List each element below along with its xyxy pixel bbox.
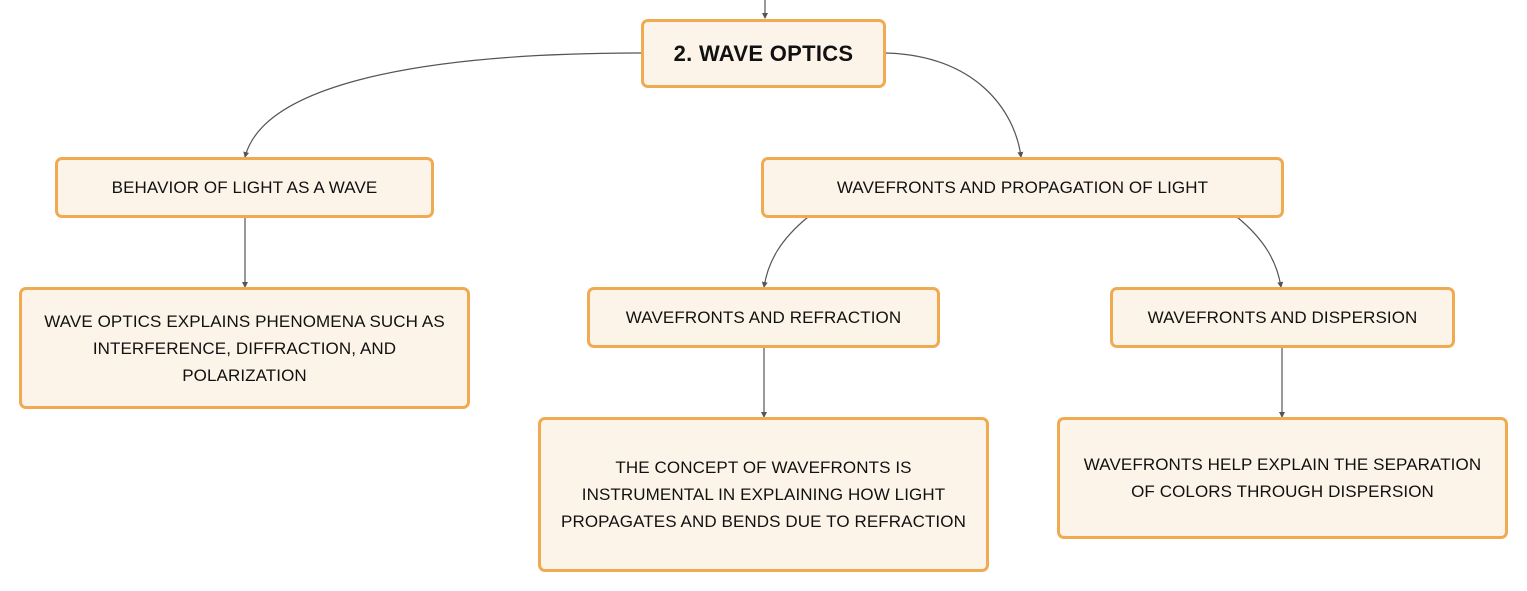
dispersion-node-label: WAVEFRONTS AND DISPERSION: [1147, 308, 1418, 327]
refraction-detail-node[interactable]: THE CONCEPT OF WAVEFRONTS IS INSTRUMENTA…: [538, 417, 989, 572]
dispersion-detail-node-label: WAVEFRONTS HELP EXPLAIN THE SEPARATION O…: [1083, 455, 1482, 501]
behavior-node-label: BEHAVIOR OF LIGHT AS A WAVE: [111, 178, 378, 197]
wavefronts-node[interactable]: WAVEFRONTS AND PROPAGATION OF LIGHT: [761, 157, 1284, 218]
dispersion-detail-node[interactable]: WAVEFRONTS HELP EXPLAIN THE SEPARATION O…: [1057, 417, 1508, 539]
root-node-label: 2. WAVE OPTICS: [673, 41, 854, 66]
behavior-detail-node-label: WAVE OPTICS EXPLAINS PHENOMENA SUCH AS I…: [44, 311, 445, 385]
connector-root-to-behavior: [243, 52, 643, 158]
refraction-node-label: WAVEFRONTS AND REFRACTION: [625, 308, 902, 327]
dispersion-node[interactable]: WAVEFRONTS AND DISPERSION: [1110, 287, 1455, 348]
refraction-detail-node-label: THE CONCEPT OF WAVEFRONTS IS INSTRUMENTA…: [561, 458, 966, 531]
connector-wavefronts-to-dispersion: [1236, 216, 1284, 288]
connector-root-to-wavefronts: [884, 52, 1024, 158]
root-node[interactable]: 2. WAVE OPTICS: [641, 19, 886, 88]
refraction-node[interactable]: WAVEFRONTS AND REFRACTION: [587, 287, 940, 348]
behavior-detail-node[interactable]: WAVE OPTICS EXPLAINS PHENOMENA SUCH AS I…: [19, 287, 470, 409]
wavefronts-node-label: WAVEFRONTS AND PROPAGATION OF LIGHT: [836, 178, 1209, 197]
connector-wavefronts-to-refraction: [761, 216, 809, 288]
behavior-node[interactable]: BEHAVIOR OF LIGHT AS A WAVE: [55, 157, 434, 218]
